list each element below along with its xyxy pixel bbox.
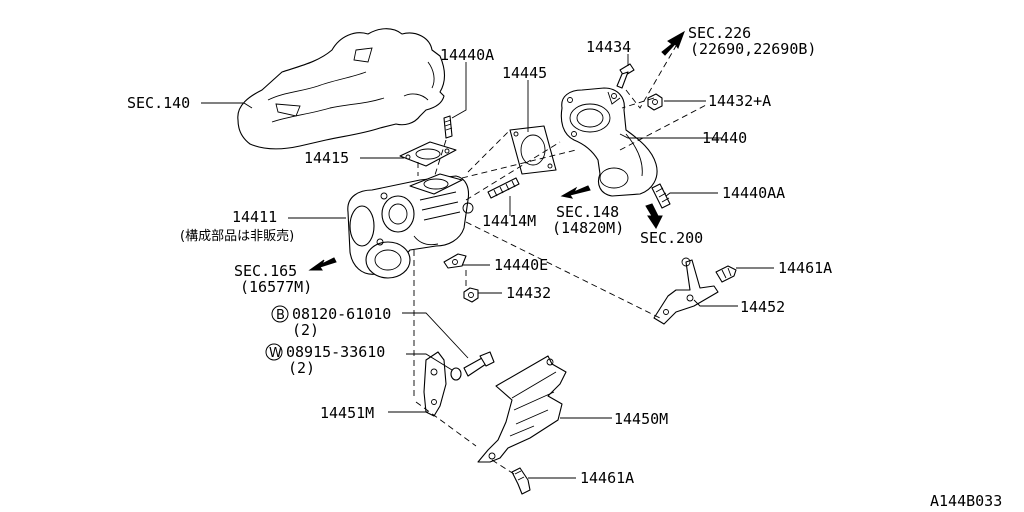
label-sec226: SEC.226 [688,24,751,42]
label-14445: 14445 [502,64,547,82]
stud-14440A-drawing [443,115,453,139]
label-14440AA: 14440AA [722,184,785,202]
diagram-id: A144B033 [930,492,1002,510]
label-14411-sub: (構成部品は非販売) [180,228,294,244]
label-08120-61010: 08120-61010 [292,305,391,323]
assembly-dashed-lines [413,45,709,475]
label-14440A: 14440A [440,46,494,64]
bolt-14461A-bottom-drawing [511,467,531,495]
nut-14432A-drawing [647,93,663,111]
label-sec148: SEC.148 [556,203,619,221]
leader-lines [201,54,774,479]
label-14432A: 14432+A [708,92,771,110]
callout-labels: SEC.140 14440A 14445 14434 SEC.226 (2269… [127,24,1002,510]
gasket-14445-drawing [509,125,557,175]
label-08915-qty: (2) [288,359,315,377]
label-08915-33610: 08915-33610 [286,343,385,361]
label-14451M: 14451M [320,404,374,422]
direction-arrow-sec226 [661,30,685,56]
stud-14414M-drawing [487,177,520,199]
bolt-14461A-top-drawing [715,265,737,283]
bolt-14434-drawing [616,63,635,89]
bolt-washer-assembly-drawing [450,351,495,381]
label-14411: 14411 [232,208,277,226]
label-14440E: 14440E [494,256,548,274]
label-14461A-top: 14461A [778,259,832,277]
washer-badge-icon [265,343,283,361]
bracket-14452-drawing [653,257,719,325]
label-14440: 14440 [702,129,747,147]
bracket-14440E-drawing [443,253,467,269]
direction-arrow-sec165 [308,257,337,271]
exhaust-manifold-drawing [237,28,446,150]
label-14452: 14452 [740,298,785,316]
bracket-14451M-drawing [423,351,447,417]
label-sec140: SEC.140 [127,94,190,112]
label-14450M: 14450M [614,410,668,428]
label-14415: 14415 [304,149,349,167]
nut-14432-drawing [463,287,479,303]
label-sec165-sub: (16577M) [240,278,312,296]
gasket-14415-drawing [399,141,457,167]
washer-badge-letter: W [269,346,282,361]
label-sec226-sub: (22690,22690B) [690,40,816,58]
label-08120-qty: (2) [292,321,319,339]
label-14414M: 14414M [482,212,536,230]
turbocharger-14411-drawing [347,173,474,279]
label-sec165: SEC.165 [234,262,297,280]
label-14461A-bottom: 14461A [580,469,634,487]
label-14434: 14434 [586,38,631,56]
turbo-outlet-14440-drawing [560,87,658,197]
heat-shield-14450M-drawing [477,355,567,463]
label-sec200: SEC.200 [640,229,703,247]
bolt-badge-letter: B [276,308,285,323]
label-14432: 14432 [506,284,551,302]
bolt-badge-icon [271,305,289,323]
label-sec148-sub: (14820M) [552,219,624,237]
direction-arrow-sec200 [645,203,663,229]
direction-arrow-sec148 [560,185,591,199]
stud-14440AA-drawing [651,183,671,209]
